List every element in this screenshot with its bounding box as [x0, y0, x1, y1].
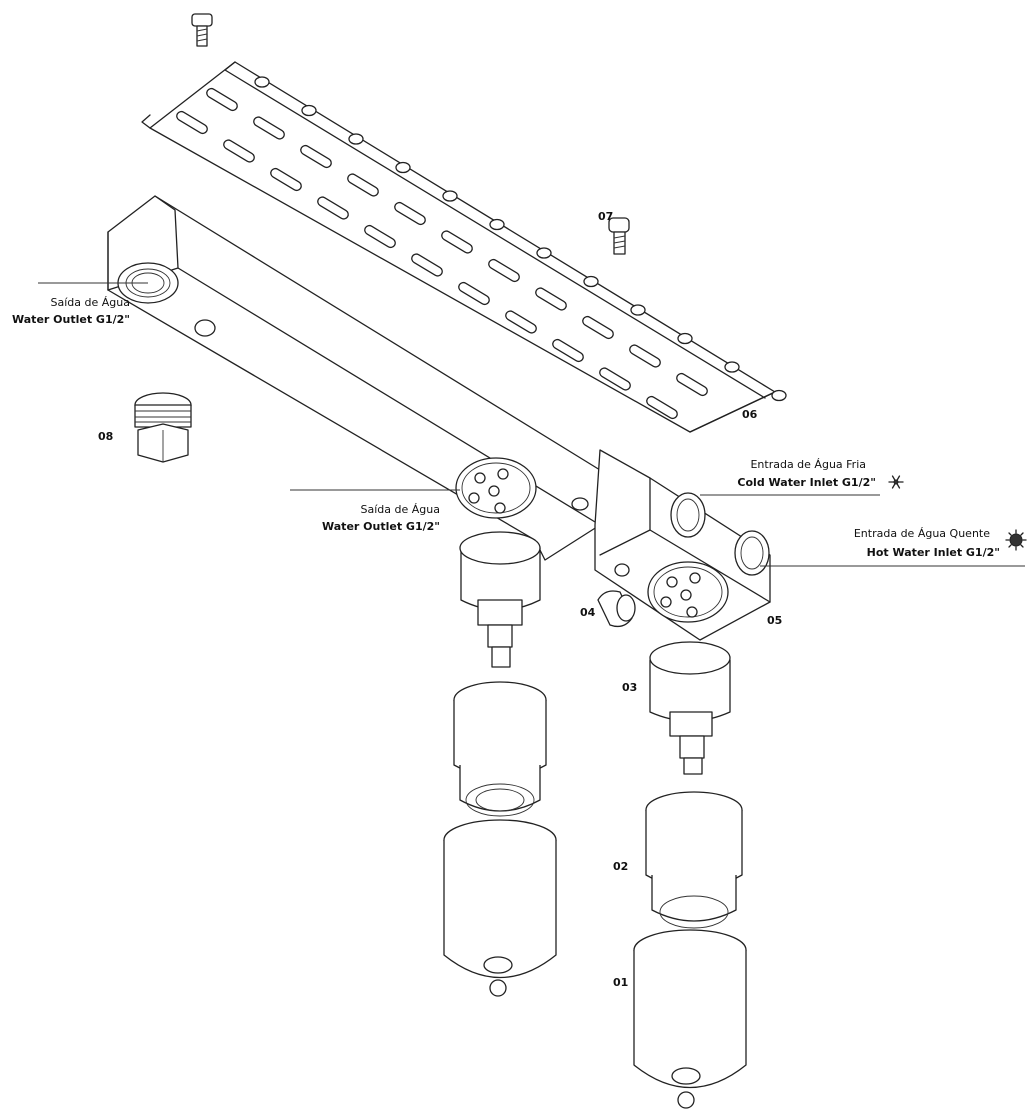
outlet-top-title: Water Outlet G1/2" [12, 313, 130, 326]
sun-icon [1005, 529, 1027, 551]
cold-inlet-title: Cold Water Inlet G1/2" [737, 476, 876, 489]
bracket-slot [206, 87, 238, 112]
part-number-01: 01 [613, 976, 628, 989]
bracket-slot [223, 139, 255, 163]
bracket-slot [347, 173, 379, 197]
part-number-03: 03 [622, 681, 637, 694]
top-screw [191, 13, 213, 47]
bracket-slot [300, 144, 332, 169]
valve-body [107, 195, 771, 641]
screw-07 [608, 217, 630, 255]
bracket-slot [253, 116, 285, 140]
part-number-04: 04 [580, 606, 596, 619]
hot-inlet-subtitle: Entrada de Água Quente [854, 527, 990, 540]
handle-left [443, 819, 557, 997]
bracket-hole [771, 389, 787, 402]
callout-outlet-mid: Saída de Água Water Outlet G1/2" [322, 503, 440, 533]
callout-outlet-top: Saída de Água Water Outlet G1/2" [12, 296, 130, 326]
outlet-mid-subtitle: Saída de Água [361, 503, 440, 516]
bracket-slot [505, 310, 537, 334]
bracket-hole [630, 304, 646, 316]
bracket-slot [176, 110, 208, 135]
part-number-02: 02 [613, 860, 628, 873]
part-numbers: 07 06 08 04 05 03 02 01 [98, 210, 782, 989]
bracket-slot [458, 281, 490, 306]
callout-hot-inlet: Entrada de Água Quente Hot Water Inlet G… [854, 527, 1027, 559]
bracket-slot [411, 253, 443, 277]
bracket-hole [677, 332, 693, 345]
bracket-slot [599, 367, 631, 391]
cap-04 [597, 590, 636, 628]
bracket-slot [364, 224, 396, 249]
bonnet-left [453, 681, 547, 817]
adapter-08 [134, 392, 192, 463]
bracket-hole [536, 247, 552, 259]
hot-inlet-title: Hot Water Inlet G1/2" [867, 546, 1000, 559]
bracket-hole [583, 275, 599, 288]
bracket-holes [254, 76, 787, 402]
leader-lines [38, 282, 1025, 567]
bracket-slot [441, 230, 473, 254]
bracket-slot [552, 338, 584, 363]
outlet-top-subtitle: Saída de Água [51, 296, 130, 309]
part-number-05: 05 [767, 614, 782, 627]
bracket-slots [176, 87, 708, 420]
part-number-08: 08 [98, 430, 113, 443]
bracket-slot [676, 372, 708, 397]
bracket-slot [629, 344, 661, 368]
bracket-slot [488, 258, 520, 283]
bracket-slot [270, 167, 302, 192]
cartridge-right [649, 641, 731, 775]
outlet-mid-title: Water Outlet G1/2" [322, 520, 440, 533]
bracket-hole [489, 218, 505, 231]
bracket-slot [317, 196, 349, 220]
bonnet-right [645, 791, 743, 929]
bracket-hole [395, 161, 411, 174]
bracket-hole [301, 104, 317, 117]
cartridge-left [459, 531, 541, 668]
part-number-07: 07 [598, 210, 613, 223]
handle-right [633, 929, 747, 1109]
mounting-bracket [141, 61, 787, 433]
bracket-slot [394, 201, 426, 226]
bracket-hole [254, 76, 270, 88]
cold-inlet-subtitle: Entrada de Água Fria [750, 458, 866, 471]
part-number-06: 06 [742, 408, 758, 421]
bracket-hole [348, 133, 364, 145]
bracket-hole [442, 190, 458, 202]
bracket-hole [724, 361, 740, 373]
callout-cold-inlet: Entrada de Água Fria Cold Water Inlet G1… [737, 458, 904, 489]
bracket-slot [646, 395, 678, 420]
bracket-slot [535, 287, 567, 311]
bracket-slot [582, 315, 614, 340]
snowflake-icon [888, 475, 904, 489]
